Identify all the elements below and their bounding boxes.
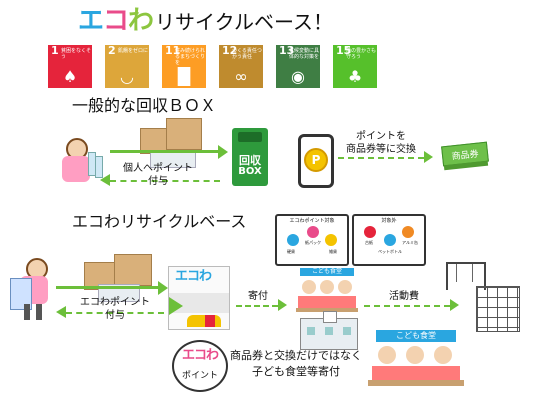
buildings-icon: █	[177, 67, 191, 86]
ecowa-logo: エコわ	[78, 6, 154, 36]
arrowhead-right-4	[278, 299, 287, 311]
kids-cafeteria-illustration: こども食堂	[296, 268, 358, 316]
ecowa-points-label: エコわポイント 付与	[80, 297, 150, 321]
bowl-icon: ◡	[120, 67, 134, 86]
eye-icon: ◉	[291, 67, 305, 86]
section1-heading: 一般的な回収ＢＯＸ	[72, 96, 217, 115]
arrowhead-right-5	[450, 299, 459, 311]
people-icon: ♠	[62, 67, 78, 86]
points-target-panel: エコわポイント対象 硬貨 紙パック 雑貨	[275, 214, 349, 266]
donate-label: 寄付	[248, 291, 268, 302]
points-return-arrow	[110, 180, 220, 182]
girl-carrying-boxes-illustration	[10, 258, 54, 320]
tree-icon: ♣	[347, 67, 363, 86]
smartphone-icon: P	[298, 134, 334, 188]
activity-funds-arrow	[364, 305, 450, 307]
exchange-label: ポイントを 商品券等に交換	[346, 131, 416, 155]
playground-illustration	[442, 252, 532, 334]
arrowhead-right-3	[158, 281, 168, 295]
recycle-base-station: エコわ	[168, 266, 230, 330]
collection-box-icon: 回収 BOX	[232, 128, 268, 186]
donate-arrow	[236, 305, 278, 307]
girl-with-bottles-illustration	[62, 138, 104, 188]
cardboard-boxes-illustration	[140, 118, 202, 168]
title-text: リサイクルベース！	[155, 10, 334, 34]
donation-description: 商品券と交換だけではなく 子ども食堂等寄付	[230, 349, 362, 378]
arrow-right-1	[110, 150, 220, 153]
points-to-individual-label: 個人へポイント 付与	[123, 163, 193, 187]
ecowa-points-badge: エコわ ポイント	[172, 340, 228, 392]
kids-cafeteria-illustration-2: こども食堂	[368, 330, 464, 390]
infinity-icon: ∞	[234, 67, 248, 86]
arrowhead-right-1	[218, 145, 228, 159]
arrowhead-right-2	[424, 151, 433, 163]
arrow-right-3	[56, 286, 160, 289]
arrowhead-left-2	[56, 306, 66, 318]
non-target-panel: 対象外 古紙 ペットボトル アルミ缶	[352, 214, 426, 266]
exchange-arrow	[338, 157, 424, 159]
activity-funds-label: 活動費	[389, 291, 419, 302]
ecowa-points-return-arrow	[66, 312, 164, 314]
school-building-icon	[300, 311, 358, 350]
page-title: エコわ リサイクルベース！	[78, 2, 333, 36]
arrowhead-left-1	[100, 174, 110, 186]
section2-heading: エコわリサイクルベース	[72, 212, 247, 231]
station-logo: エコわ	[175, 269, 212, 284]
